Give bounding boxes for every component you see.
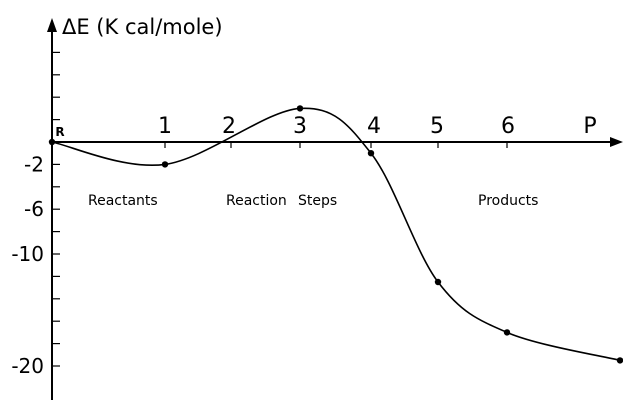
x-tick-group: R 1 2 3 4 5 6 P [55, 114, 597, 148]
data-point-4 [367, 150, 375, 157]
data-point-6 [503, 329, 511, 336]
energy-curve [51, 107, 621, 362]
data-point-group [48, 105, 623, 364]
x-tick-label-1: 1 [158, 114, 172, 139]
y-axis-label: ΔE (K cal/mole) [62, 15, 223, 39]
data-point-P [616, 357, 623, 364]
y-tick-label: -20 [11, 354, 44, 378]
y-tick-label: -2 [24, 152, 44, 176]
x-axis-arrowhead [610, 137, 623, 147]
y-tick-group: -2 -6 -10 -20 [11, 51, 60, 378]
data-point-3 [296, 105, 304, 112]
x-tick-label-3: 3 [293, 114, 307, 139]
x-tick-label-4: 4 [367, 114, 381, 139]
region-label-reactants: Reactants [88, 193, 158, 209]
data-point-R [48, 138, 56, 146]
data-point-5 [434, 278, 442, 286]
x-tick-label-2: 2 [222, 114, 236, 139]
region-label-steps: Steps [298, 193, 337, 209]
x-tick-label-R: R [55, 125, 64, 139]
x-tick-label-5: 5 [430, 114, 444, 139]
y-axis-arrowhead [47, 18, 57, 32]
y-tick-label: -6 [24, 197, 44, 221]
region-label-products: Products [478, 193, 538, 209]
y-tick-label: -10 [11, 242, 44, 266]
x-tick-label-6: 6 [501, 114, 515, 139]
data-point-1 [161, 161, 169, 168]
region-label-reaction: Reaction [226, 193, 287, 209]
x-tick-label-P: P [583, 114, 596, 139]
